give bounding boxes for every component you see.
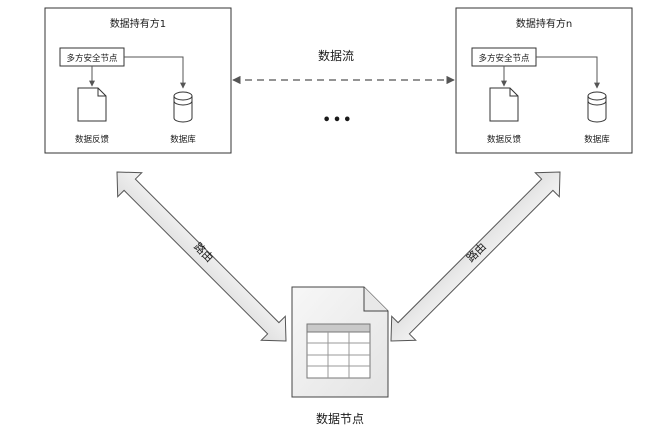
secure-node-left-label: 多方安全节点 — [66, 53, 118, 64]
secure-to-db-arrow-left — [124, 56, 186, 89]
doc-right-label: 数据反馈 — [487, 134, 522, 145]
owner-left-title: 数据持有方1 — [110, 17, 166, 30]
data-node-icon — [291, 286, 389, 398]
secure-node-right-label: 多方安全节点 — [478, 53, 530, 64]
owner-right-frame — [455, 7, 633, 154]
document-icon — [489, 87, 519, 122]
data-node-label: 数据节点 — [316, 411, 364, 426]
document-icon — [77, 87, 107, 122]
db-right-label: 数据库 — [584, 134, 610, 145]
data-owner-left: 数据持有方1 多方安全节点 数据反馈 数据库 — [44, 7, 232, 154]
database-icon — [173, 91, 193, 123]
db-left-label: 数据库 — [170, 134, 196, 145]
route-arrow-right — [390, 171, 561, 342]
secure-to-db-arrow-right — [536, 56, 600, 89]
doc-left-label: 数据反馈 — [75, 134, 110, 145]
database-icon — [587, 91, 607, 123]
table-icon — [306, 323, 371, 379]
owner-left-frame — [44, 7, 232, 154]
ellipsis: ••• — [323, 113, 354, 128]
route-arrow-left — [116, 171, 287, 342]
owner-right-title: 数据持有方n — [516, 17, 572, 30]
data-owner-right: 数据持有方n 多方安全节点 数据反馈 数据库 — [455, 7, 633, 154]
data-flow-label: 数据流 — [318, 48, 354, 63]
